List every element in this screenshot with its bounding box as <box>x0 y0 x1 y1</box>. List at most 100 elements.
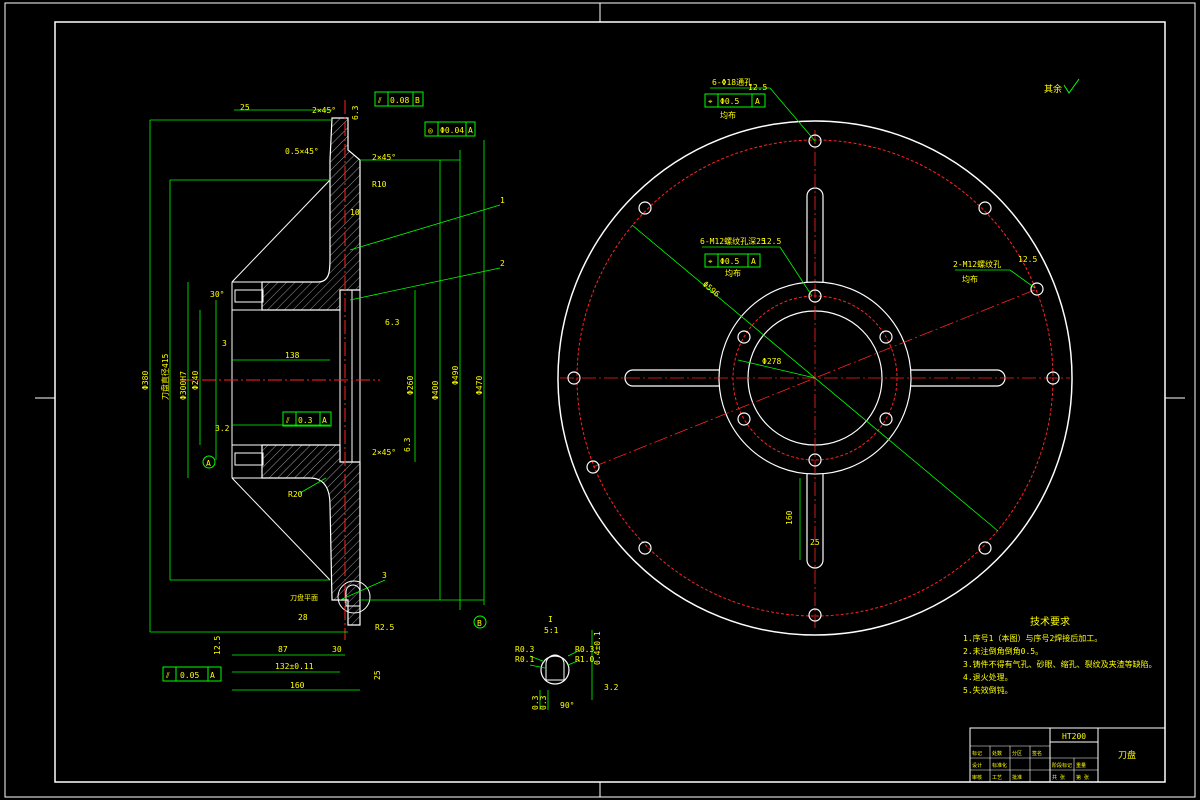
svg-text:1: 1 <box>500 196 505 205</box>
svg-text:Φ0.5: Φ0.5 <box>720 257 739 266</box>
svg-text:批准: 批准 <box>1012 774 1022 781</box>
svg-text:A: A <box>751 257 756 266</box>
svg-text:2.未注倒角倒角0.5。: 2.未注倒角倒角0.5。 <box>963 646 1043 656</box>
svg-text:0.3: 0.3 <box>531 695 540 710</box>
svg-text:均布: 均布 <box>962 274 978 284</box>
svg-text:I: I <box>548 615 553 624</box>
svg-text:160: 160 <box>785 510 794 525</box>
svg-text:Φ0.04: Φ0.04 <box>440 126 464 135</box>
svg-text:3: 3 <box>382 571 387 580</box>
svg-text:A: A <box>206 459 211 468</box>
svg-text:Φ596: Φ596 <box>701 280 722 299</box>
svg-text:R20: R20 <box>288 490 303 499</box>
tolerance-frame-bottom: ⫽ 0.05 A <box>162 666 222 682</box>
svg-text:标记: 标记 <box>972 750 982 757</box>
svg-text:Φ380: Φ380 <box>141 371 150 390</box>
svg-text:◎: ◎ <box>428 126 433 135</box>
svg-text:30: 30 <box>332 645 342 654</box>
technical-requirements: 技术要求 1.序号1（本图）与序号2焊接后加工。 2.未注倒角倒角0.5。 3.… <box>963 615 1157 695</box>
svg-text:⫽: ⫽ <box>377 96 382 105</box>
svg-text:12.5: 12.5 <box>762 237 781 246</box>
tolerance-frame-mid: ⫽ 0.3 A <box>282 411 332 427</box>
inner-border <box>54 21 1166 783</box>
svg-text:6-Φ18通孔: 6-Φ18通孔 <box>712 77 752 87</box>
plan-tol-top: ⌖ Φ0.5 A <box>704 93 766 108</box>
svg-text:4.退火处理。: 4.退火处理。 <box>963 672 1013 682</box>
svg-text:标准化: 标准化 <box>992 762 1007 769</box>
svg-text:Φ470: Φ470 <box>475 376 484 395</box>
svg-text:重量: 重量 <box>1076 762 1086 769</box>
svg-text:Φ400: Φ400 <box>431 381 440 400</box>
svg-text:Φ278: Φ278 <box>762 357 781 366</box>
svg-text:R0.1: R0.1 <box>515 655 534 664</box>
svg-text:5.失效倒钝。: 5.失效倒钝。 <box>963 685 1013 695</box>
tolerance-frame-top: ⫽ 0.08 B <box>374 91 424 107</box>
svg-text:25: 25 <box>810 538 820 547</box>
svg-text:0.05: 0.05 <box>180 671 199 680</box>
svg-text:HT200: HT200 <box>1062 732 1086 741</box>
svg-text:3.2: 3.2 <box>215 424 230 433</box>
svg-text:审核: 审核 <box>972 774 982 781</box>
svg-text:A: A <box>755 97 760 106</box>
svg-text:R0.3: R0.3 <box>575 645 594 654</box>
svg-text:阶段标记: 阶段标记 <box>1052 762 1072 769</box>
plan-tol-mid: ⌖ Φ0.5 A <box>704 253 761 268</box>
svg-text:0.4±0.1: 0.4±0.1 <box>593 631 602 665</box>
svg-text:6-M12螺纹孔深25: 6-M12螺纹孔深25 <box>700 236 766 246</box>
svg-text:2×45°: 2×45° <box>312 106 336 115</box>
svg-text:Φ260: Φ260 <box>406 376 415 395</box>
svg-text:Φ240: Φ240 <box>191 371 200 390</box>
svg-text:90°: 90° <box>560 701 574 710</box>
svg-text:处数: 处数 <box>992 750 1002 757</box>
svg-text:R1.0: R1.0 <box>575 655 594 664</box>
section-view: A B ⫽ 0.08 B ◎ Φ0.04 A ⫽ 0.3 A <box>141 91 505 691</box>
svg-text:0.3: 0.3 <box>539 695 548 710</box>
svg-text:技术要求: 技术要求 <box>1030 615 1070 628</box>
svg-text:12.5: 12.5 <box>213 636 222 655</box>
svg-text:R10: R10 <box>372 180 387 189</box>
tolerance-frame-concentric: ◎ Φ0.04 A <box>424 121 476 137</box>
svg-text:12.5: 12.5 <box>748 83 767 92</box>
svg-text:6.3: 6.3 <box>351 105 360 120</box>
svg-text:28: 28 <box>298 613 308 622</box>
svg-text:2×45°: 2×45° <box>372 153 396 162</box>
svg-text:132±0.11: 132±0.11 <box>275 662 314 671</box>
svg-text:2-M12螺纹孔: 2-M12螺纹孔 <box>953 259 1001 269</box>
svg-text:A: A <box>322 416 327 425</box>
svg-text:5:1: 5:1 <box>544 626 559 635</box>
svg-text:6.3: 6.3 <box>403 437 412 452</box>
svg-text:3.铸件不得有气孔、砂眼、缩孔、裂纹及夹渣等缺陷。: 3.铸件不得有气孔、砂眼、缩孔、裂纹及夹渣等缺陷。 <box>963 659 1157 669</box>
svg-text:0.5×45°: 0.5×45° <box>285 147 319 156</box>
svg-text:1.序号1（本图）与序号2焊接后加工。: 1.序号1（本图）与序号2焊接后加工。 <box>963 633 1102 643</box>
svg-text:B: B <box>477 619 482 628</box>
svg-text:设计: 设计 <box>972 762 982 769</box>
svg-text:Φ0.5: Φ0.5 <box>720 97 739 106</box>
svg-text:3.2: 3.2 <box>604 683 619 692</box>
svg-text:工艺: 工艺 <box>992 775 1002 781</box>
svg-text:160: 160 <box>290 681 305 690</box>
svg-text:B: B <box>415 96 420 105</box>
svg-text:第 张: 第 张 <box>1076 774 1089 781</box>
svg-text:刀盘平面: 刀盘平面 <box>290 593 318 602</box>
svg-text:⌖: ⌖ <box>708 257 713 266</box>
svg-text:10: 10 <box>350 208 360 217</box>
svg-text:⫽: ⫽ <box>285 416 290 425</box>
svg-text:其余: 其余 <box>1044 83 1062 95</box>
svg-text:Φ300H7: Φ300H7 <box>179 371 188 400</box>
svg-text:0.3: 0.3 <box>298 416 313 425</box>
svg-text:均布: 均布 <box>725 268 741 278</box>
title-block: 标记 处数 分区 签名 设计 标准化 阶段标记 重量 审核 工艺 批准 共 张 … <box>969 727 1166 783</box>
svg-text:87: 87 <box>278 645 288 654</box>
svg-text:25: 25 <box>240 103 250 112</box>
plan-view: ⌖ Φ0.5 A ⌖ Φ0.5 A 6-Φ18通孔 均布 12.5 6-M12螺… <box>557 77 1073 636</box>
svg-text:签名: 签名 <box>1032 750 1042 757</box>
svg-text:均布: 均布 <box>720 110 736 120</box>
detail-callout-circle <box>337 580 371 614</box>
svg-text:共 张: 共 张 <box>1052 774 1065 781</box>
svg-text:30°: 30° <box>210 290 224 299</box>
svg-text:2: 2 <box>500 259 505 268</box>
svg-text:刀盘直径415: 刀盘直径415 <box>160 353 170 400</box>
svg-text:⌖: ⌖ <box>708 97 713 106</box>
svg-text:12.5: 12.5 <box>1018 255 1037 264</box>
